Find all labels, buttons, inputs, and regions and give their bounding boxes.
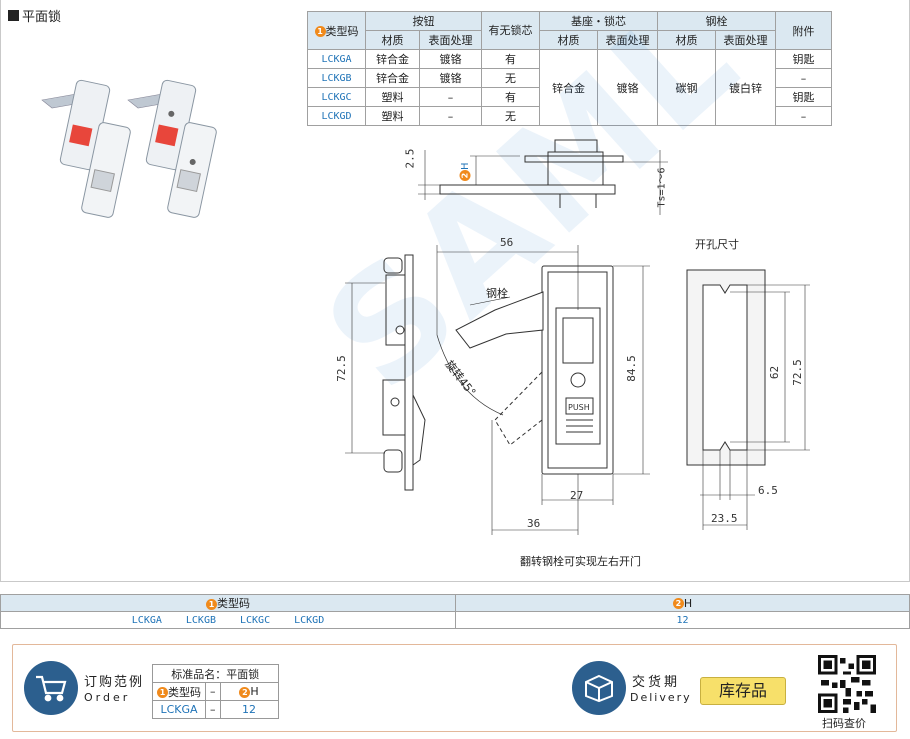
order-frame <box>12 644 897 732</box>
drawing-note: 翻转钢栓可实现左右开门 <box>520 555 641 568</box>
order-subtitle: Order <box>84 691 131 704</box>
dim-ts: Ts=1～6 <box>656 167 668 208</box>
qr-label: 扫码查价 <box>822 717 866 730</box>
dim-h: 2H <box>459 162 471 182</box>
dim-27: 27 <box>570 489 584 502</box>
product-photo <box>41 79 217 218</box>
dim-84-5: 84.5 <box>624 355 638 382</box>
technical-drawing: PUSH <box>345 139 810 535</box>
side-view-plate <box>439 184 616 195</box>
dim-36: 36 <box>527 517 541 530</box>
delivery-subtitle: Delivery <box>630 691 692 704</box>
cart-icon <box>24 661 78 715</box>
title-square-icon <box>8 10 19 21</box>
bolt-label: 钢栓 <box>486 287 508 300</box>
table-row: LCKGB 锌合金 镀铬 无 – <box>307 68 832 88</box>
dim-56: 56 <box>500 236 514 249</box>
lock-image-4 <box>167 122 217 218</box>
delivery-box-icon <box>572 661 626 715</box>
dim-72-5-left: 72.5 <box>334 355 348 382</box>
table-row: LCKGC 塑料 – 有 钥匙 <box>307 87 832 107</box>
cutout-title: 开孔尺寸 <box>695 238 739 251</box>
dim-72-5-right: 72.5 <box>790 359 804 386</box>
stock-badge: 库存品 <box>700 677 786 705</box>
h-value: 12 <box>455 611 910 629</box>
left-plate <box>404 254 414 491</box>
dim-6-5: 6.5 <box>758 484 778 497</box>
cutout-hole <box>702 284 748 451</box>
order-title: 订购范例 <box>84 675 145 690</box>
dim-62: 62 <box>768 365 782 380</box>
qr-code-icon[interactable] <box>817 655 877 713</box>
dim-23-5: 23.5 <box>711 512 738 525</box>
front-view-body <box>541 265 614 475</box>
lock-image-2 <box>81 122 131 218</box>
dim-2-5: 2.5 <box>403 148 417 169</box>
push-label: PUSH <box>568 403 590 412</box>
page-title: 平面锁 <box>8 6 61 25</box>
bolt-shape <box>455 291 544 349</box>
delivery-title: 交货期 <box>632 675 681 690</box>
table-row: LCKGD 塑料 – 无 – <box>307 106 832 126</box>
